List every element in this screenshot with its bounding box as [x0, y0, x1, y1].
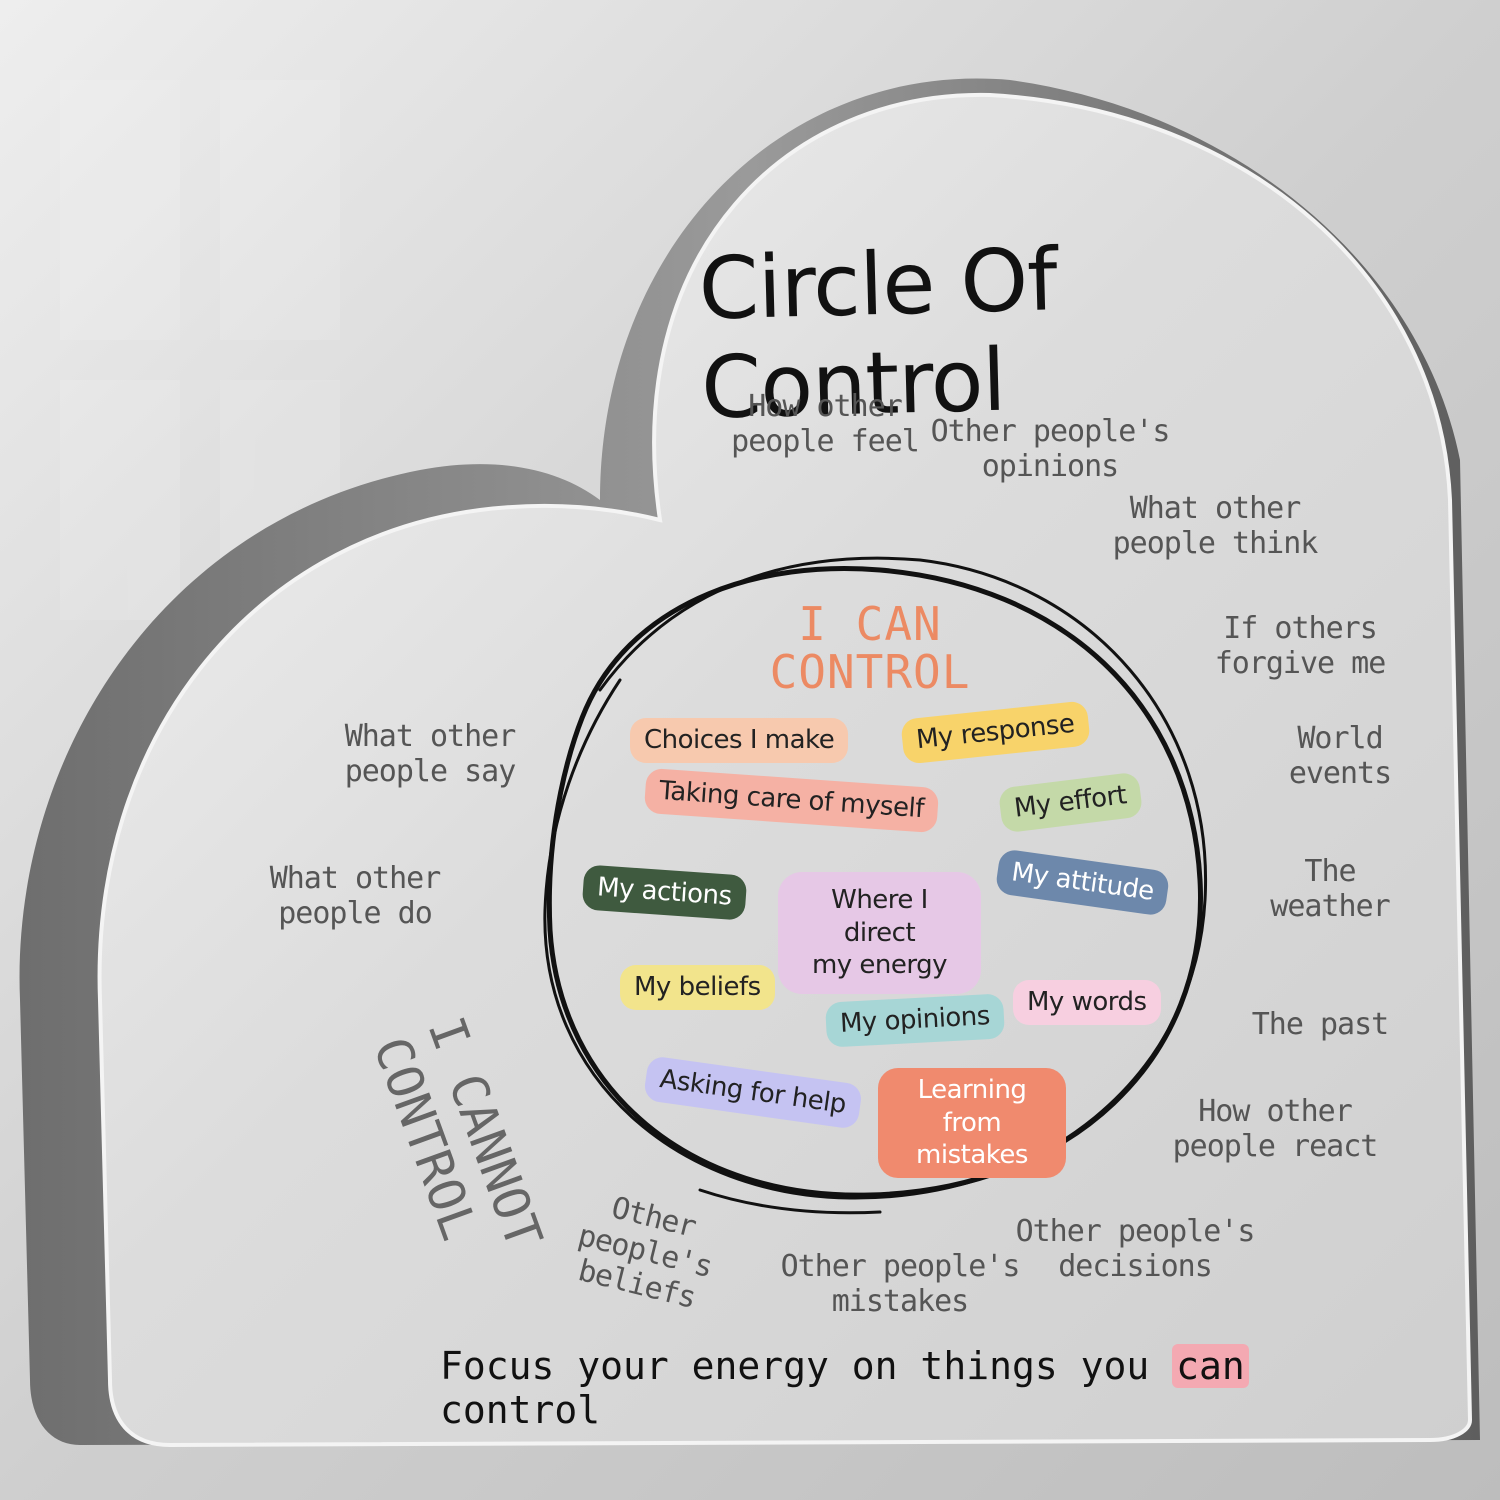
- footer-text-start: Focus your energy on things you: [440, 1344, 1173, 1388]
- outer-item: The weather: [1270, 854, 1390, 924]
- footer-text-end: control: [440, 1387, 601, 1432]
- inner-item-pill: My words: [1013, 980, 1161, 1025]
- inner-item-pill: My beliefs: [620, 965, 775, 1010]
- can-control-heading: I CAN CONTROL: [769, 597, 971, 700]
- outer-item: The past: [1251, 1007, 1390, 1042]
- footer-highlight: can: [1172, 1344, 1249, 1388]
- outer-item: How other people feel: [731, 389, 920, 459]
- control-circle: [543, 556, 1208, 1215]
- plaque-face: [97, 92, 1473, 1448]
- outer-item: Other people's decisions: [1015, 1214, 1256, 1284]
- inner-item-pill: Learning from mistakes: [878, 1068, 1066, 1178]
- inner-item-pill: My opinions: [824, 993, 1005, 1048]
- outer-item: Other people's mistakes: [780, 1249, 1021, 1319]
- outer-item: What other people do: [269, 861, 442, 931]
- inner-item-pill: Where I direct my energy: [778, 872, 981, 994]
- footer-tagline: Focus your energy on things you can cont…: [440, 1344, 1340, 1432]
- outer-item: What other people say: [344, 719, 517, 789]
- inner-item-pill: Choices I make: [630, 718, 849, 763]
- outer-item: If others forgive me: [1214, 611, 1387, 681]
- outer-item: World events: [1288, 721, 1392, 791]
- outer-item: What other people think: [1112, 491, 1319, 561]
- outer-item: Other people's opinions: [930, 414, 1171, 484]
- outer-item: How other people react: [1172, 1094, 1379, 1164]
